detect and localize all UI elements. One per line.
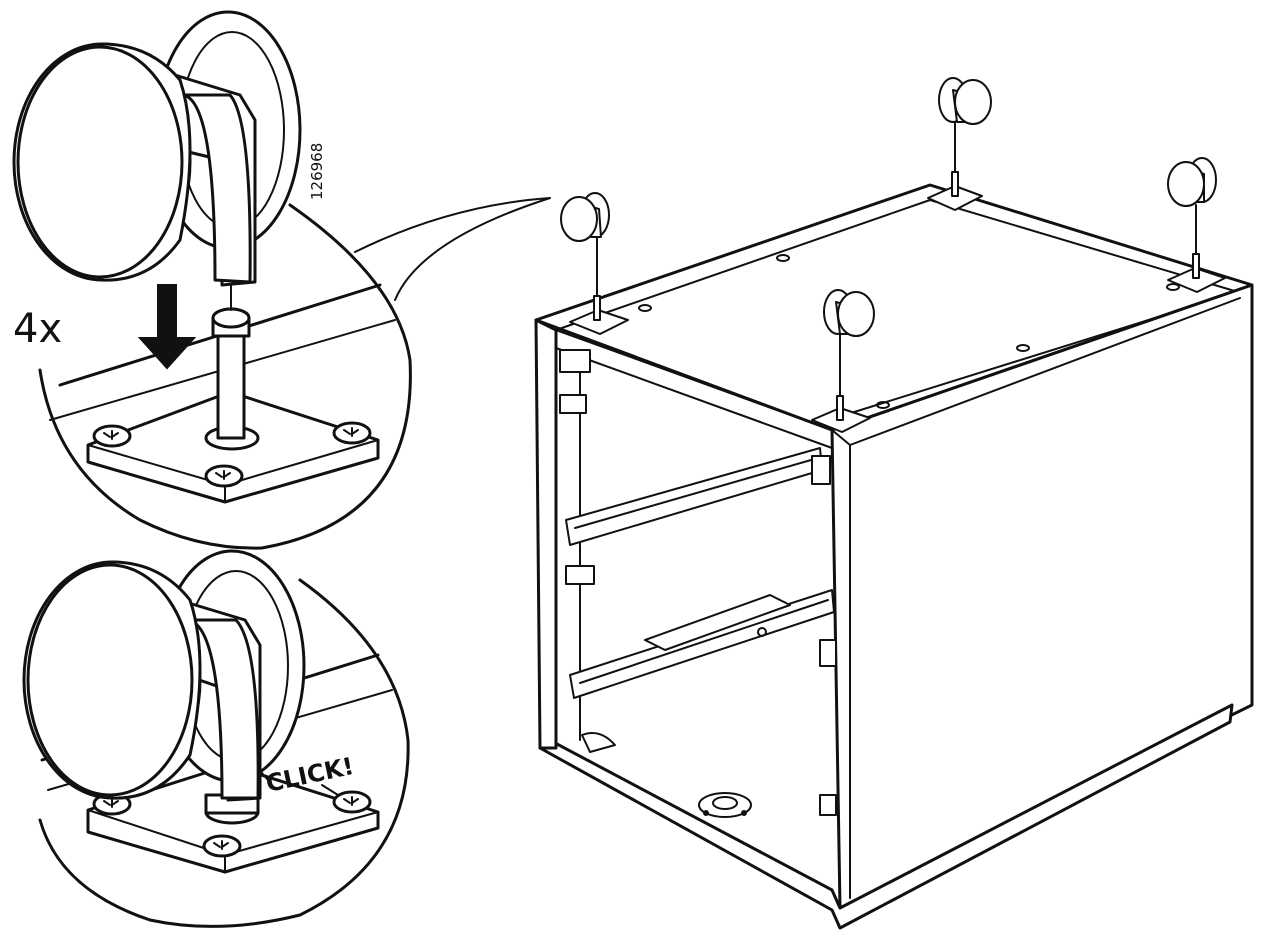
caster-wheel-icon <box>938 77 992 125</box>
screw-head-icon <box>332 421 372 445</box>
detail-circle-after <box>22 549 410 928</box>
caster-wheel-icon <box>22 549 306 825</box>
floor-adjuster <box>581 732 752 818</box>
part-number-label: 126968 <box>308 143 326 200</box>
guide-lines <box>596 121 1197 397</box>
screw-head-icon <box>202 834 242 858</box>
caster-wheel-icon <box>1167 157 1217 207</box>
drawer-runner <box>565 447 831 546</box>
caster-wheel-icon <box>12 10 302 287</box>
callout-leader <box>354 197 551 301</box>
panel-holes <box>638 254 1180 409</box>
caster-stem <box>204 281 260 451</box>
screw-head-icon <box>92 424 132 448</box>
drawer-runner <box>569 589 837 699</box>
screw-head-icon <box>332 790 372 814</box>
quantity-label: 4x <box>13 306 62 352</box>
cabinet <box>534 121 1254 930</box>
caster-wheel-icon <box>823 289 875 337</box>
down-arrow-icon <box>137 284 197 370</box>
runner-bracket <box>559 349 837 816</box>
screw-head-icon <box>204 464 244 488</box>
caster-wheel-icon <box>560 192 610 242</box>
detail-circle-before <box>12 10 412 550</box>
cabinet-plinth <box>538 703 1234 930</box>
